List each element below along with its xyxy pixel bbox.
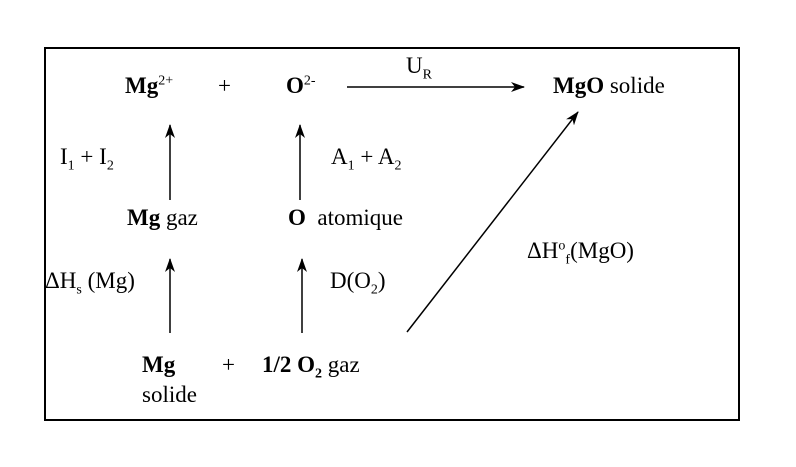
mg-gas: Mg gaz: [127, 205, 198, 231]
lattice-u: U: [406, 53, 423, 78]
a1-sub: 1: [347, 158, 355, 174]
formation-label: ΔHof(MgO): [527, 238, 634, 267]
dissociation-post: ): [377, 268, 386, 293]
mg-gas-formula: Mg: [127, 205, 161, 230]
o-atomic: O atomique: [288, 205, 403, 231]
mgo-solid: MgO solide: [553, 73, 665, 99]
a2: A: [377, 144, 395, 169]
mg-ion: Mg2+: [125, 73, 173, 99]
dissociation-sub: 2: [370, 282, 378, 298]
mg-solid: Mg: [142, 352, 176, 377]
formation-species: (MgO): [570, 238, 634, 263]
a-plus: +: [354, 144, 378, 169]
mg-ion-charge: 2+: [158, 73, 174, 89]
o-ion-charge: 2-: [303, 73, 316, 89]
plus-bottom: +: [222, 352, 235, 377]
plus-top: +: [218, 73, 231, 98]
i1: I: [60, 144, 68, 169]
mg-gas-state: gaz: [160, 205, 198, 230]
affinity-label: A1 + A2: [331, 144, 401, 173]
formation-sub: f: [565, 252, 571, 268]
sublimation-sub: s: [76, 282, 82, 298]
formation-dh: ΔH: [527, 238, 559, 263]
o-ion-base: O: [286, 73, 304, 98]
lattice-sub: R: [422, 67, 432, 83]
a1: A: [331, 144, 348, 169]
o2-formula: 1/2 O: [262, 352, 316, 377]
o2-state: gaz: [322, 352, 360, 377]
i2: I: [99, 144, 107, 169]
dissociation-label: D(O2): [330, 268, 386, 297]
o-atomic-state: atomique: [305, 205, 403, 230]
dissociation-pre: D(O: [330, 268, 371, 293]
mg-solid-state: solide: [142, 382, 197, 407]
formation-standard: o: [558, 238, 566, 254]
i2-sub: 2: [106, 158, 114, 174]
o-ion: O2-: [286, 73, 316, 99]
lattice-energy-label: UR: [406, 53, 432, 82]
mg-ion-base: Mg: [125, 73, 159, 98]
formation-arrow: [406, 111, 579, 333]
diagram-frame: [44, 47, 740, 421]
a2-sub: 2: [394, 158, 402, 174]
o2-gas: 1/2 O2 gaz: [262, 352, 360, 381]
i1-sub: 1: [67, 158, 75, 174]
sublimation-species: (Mg): [81, 268, 135, 293]
sublimation-dh: ΔH: [45, 268, 77, 293]
o2-sub: 2: [315, 366, 323, 382]
i-plus: +: [74, 144, 100, 169]
sublimation-label: ΔHs (Mg): [45, 268, 135, 297]
mgo-state: solide: [604, 73, 665, 98]
o-atomic-formula: O: [288, 205, 306, 230]
ionization-label: I1 + I2: [60, 144, 114, 173]
mgo-formula: MgO: [553, 73, 605, 98]
